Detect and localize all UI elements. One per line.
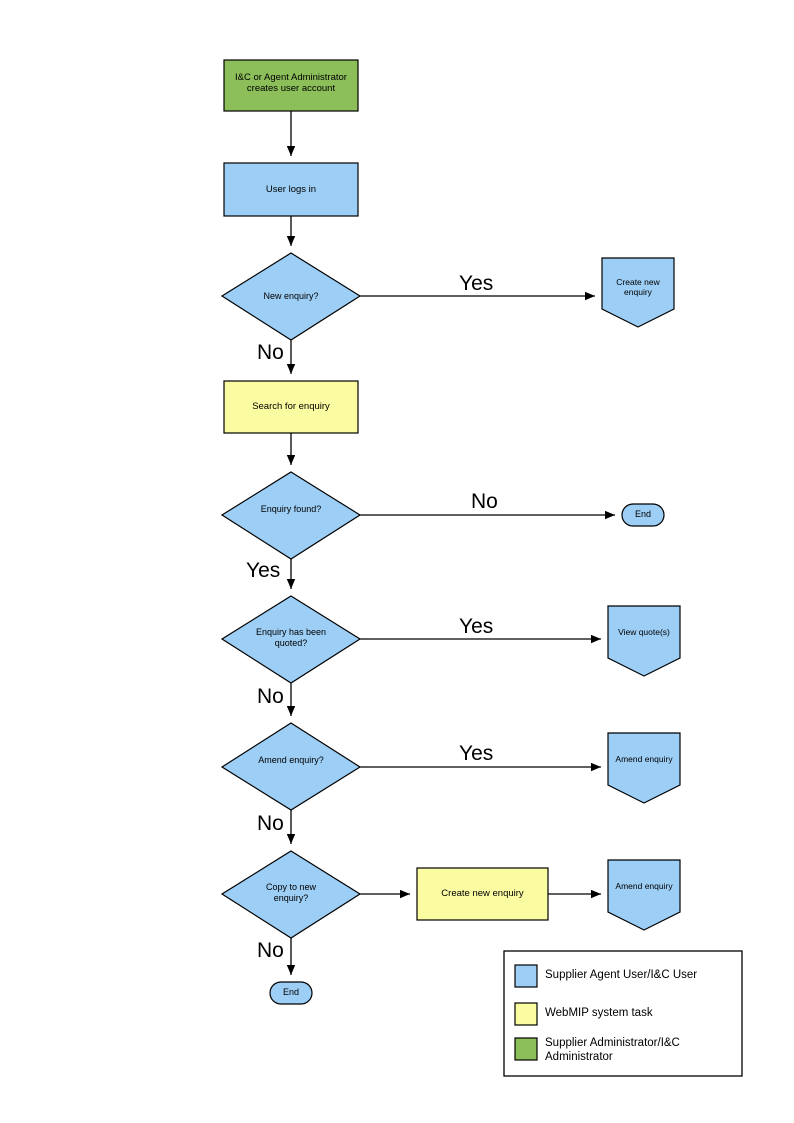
legend-swatch-yellow [514,1002,538,1026]
node-create-new-2-shape[interactable] [416,867,549,921]
node-create-new-1-shape[interactable] [601,257,675,328]
node-amend-2-shape[interactable] [607,859,681,931]
node-copy-q-shape[interactable] [220,850,362,939]
node-user-logs-in-shape[interactable] [223,162,359,217]
node-found-shape[interactable] [220,471,362,560]
node-view-quotes-shape[interactable] [607,605,681,677]
legend-swatch-green [514,1037,538,1061]
legend-swatch-blue [514,964,538,988]
node-quoted-shape[interactable] [220,595,362,684]
node-end-2-shape[interactable] [269,981,313,1005]
legend-box [503,950,743,1077]
node-search-shape[interactable] [223,380,359,434]
node-amend-1-shape[interactable] [607,732,681,804]
node-amend-q-shape[interactable] [220,722,362,811]
node-new-enquiry-shape[interactable] [220,252,362,341]
node-end-1-shape[interactable] [621,503,665,527]
node-admin-creates-shape[interactable] [223,59,359,112]
